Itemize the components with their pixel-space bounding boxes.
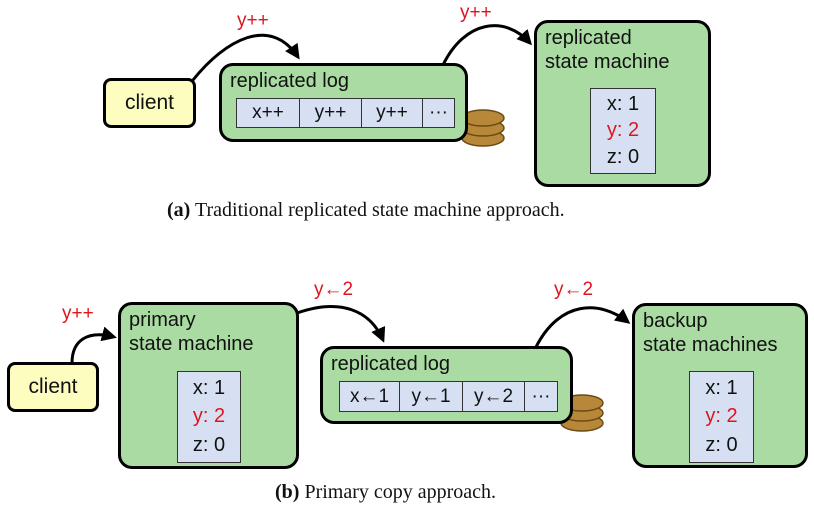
log-entries: x←1 y←1 y←2 ···: [339, 381, 558, 412]
var-x: x: 1: [705, 376, 738, 399]
log-entries: x++ y++ y++ ···: [236, 98, 455, 128]
client-label: client: [28, 375, 78, 398]
arrow-log-to-sm-a: [441, 24, 533, 66]
arrow-client-to-primary-b: [70, 326, 117, 364]
client-box-a: client: [103, 78, 196, 128]
client-box-b: client: [7, 362, 99, 412]
log-entry-ellipsis: ···: [429, 102, 448, 123]
state-vars: x: 1 y: 2 z: 0: [590, 88, 656, 174]
log-title: replicated log: [230, 70, 349, 92]
title-line-1: replicated: [545, 27, 632, 49]
log-entry-highlight: y++: [362, 99, 423, 127]
var-x: x: 1: [192, 376, 226, 399]
title-line-2: state machine: [129, 333, 254, 355]
client-label: client: [124, 91, 175, 114]
log-entry: y←1: [400, 382, 463, 411]
state-vars: x: 1 y: 2 z: 0: [689, 371, 754, 463]
var-x: x: 1: [606, 92, 640, 115]
arrow-label-log-to-sm-a: y++: [460, 2, 492, 23]
caption-b: (b) Primary copy approach.: [275, 481, 496, 504]
var-y: y: 2: [192, 405, 226, 428]
log-entry: x←1: [340, 382, 400, 411]
title-line-2: state machines: [643, 334, 778, 356]
caption-a: (a) Traditional replicated state machine…: [167, 199, 565, 222]
log-title: replicated log: [331, 353, 450, 375]
caption-tag: (a): [167, 199, 191, 221]
caption-text: Traditional replicated state machine app…: [190, 199, 565, 221]
log-entry-ellipsis: ···: [531, 385, 551, 407]
var-y: y: 2: [606, 119, 640, 142]
arrow-primary-to-log-b: [296, 305, 386, 343]
arrow-label-client-to-primary-b: y++: [62, 303, 94, 324]
replicated-log-box-a: replicated log x++ y++ y++ ···: [219, 63, 468, 142]
state-vars: x: 1 y: 2 z: 0: [177, 371, 241, 463]
state-machine-title: replicated state machine: [545, 26, 670, 74]
primary-state-machine-box-b: primary state machine x: 1 y: 2 z: 0: [118, 302, 299, 469]
arrow-log-to-backup-b: [534, 306, 631, 348]
log-entry: y++: [300, 99, 362, 127]
replicated-state-machine-box-a: replicated state machine x: 1 y: 2 z: 0: [534, 20, 711, 187]
var-z: z: 0: [192, 434, 226, 457]
replicated-log-box-b: replicated log x←1 y←1 y←2 ···: [320, 346, 573, 424]
title-line-2: state machine: [545, 51, 670, 73]
var-z: z: 0: [705, 434, 738, 457]
arrow-label-log-to-backup-b: y←2: [554, 279, 594, 300]
title-line-1: backup: [643, 310, 708, 332]
primary-title: primary state machine: [129, 308, 254, 356]
var-z: z: 0: [606, 146, 640, 169]
disk-stack-icon-a: [461, 109, 505, 147]
log-entry-highlight: y←2: [463, 382, 525, 411]
title-line-1: primary: [129, 309, 196, 331]
arrow-label-client-to-log-a: y++: [237, 10, 269, 31]
arrow-client-to-log-a: [191, 33, 300, 81]
backup-state-machines-box-b: backup state machines x: 1 y: 2 z: 0: [632, 303, 808, 468]
var-y: y: 2: [705, 405, 738, 428]
backup-title: backup state machines: [643, 309, 778, 357]
arrow-label-primary-to-log-b: y←2: [314, 279, 354, 300]
caption-tag: (b): [275, 481, 300, 503]
caption-text: Primary copy approach.: [299, 481, 497, 503]
log-entry: x++: [237, 99, 300, 127]
